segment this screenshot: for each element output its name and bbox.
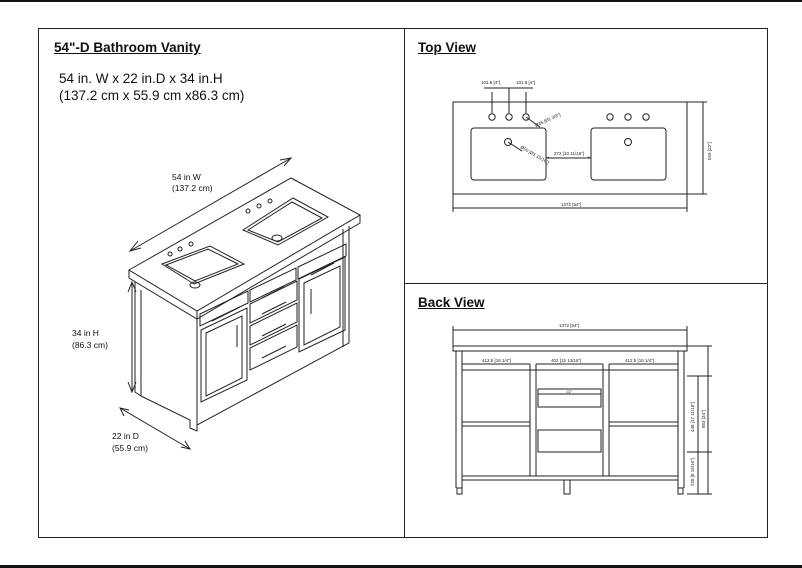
- lower-height-label: 228 [8 15/16"]: [690, 458, 695, 486]
- width-metric-label: (137.2 cm): [172, 183, 213, 193]
- top-width-label: 1372 [54"]: [561, 202, 581, 207]
- drawer-label: 1/2": [566, 390, 573, 394]
- total-height-label: 863 [34"]: [701, 410, 706, 428]
- upper-height-label: 448 [17 11/16"]: [690, 402, 695, 432]
- left-opening-label: 412.5 [16 1/4"]: [482, 358, 511, 363]
- depth-metric-label: (55.9 cm): [112, 443, 148, 453]
- depth-label: 22 in D: [112, 431, 139, 441]
- top-border-strip: [0, 0, 802, 2]
- back-view-title: Back View: [418, 295, 485, 310]
- back-width-label: 1372 [54"]: [559, 323, 579, 328]
- hole-spacing-right-label: 101.6 [4"]: [516, 80, 535, 85]
- height-label: 34 in H: [72, 328, 99, 338]
- dimensions-imperial: 54 in. W x 22 in.D x 34 in.H: [59, 71, 223, 86]
- dimensions-metric: (137.2 cm x 55.9 cm x86.3 cm): [59, 88, 245, 103]
- horizontal-divider: [404, 283, 768, 284]
- bottom-border-strip: [0, 565, 802, 568]
- height-metric-label: (86.3 cm): [72, 340, 108, 350]
- width-label: 54 in W: [172, 172, 201, 182]
- center-opening-label: 402 [15 13/16"]: [551, 358, 581, 363]
- right-opening-label: 412.5 [16 1/4"]: [625, 358, 654, 363]
- hole-spacing-left-label: 101.6 [4"]: [481, 80, 500, 85]
- top-depth-label: 559 [22"]: [707, 142, 712, 160]
- top-view-title: Top View: [418, 40, 477, 55]
- center-gap-label: 272 [10 11/16"]: [554, 151, 584, 156]
- vanity-title: 54"-D Bathroom Vanity: [54, 40, 201, 55]
